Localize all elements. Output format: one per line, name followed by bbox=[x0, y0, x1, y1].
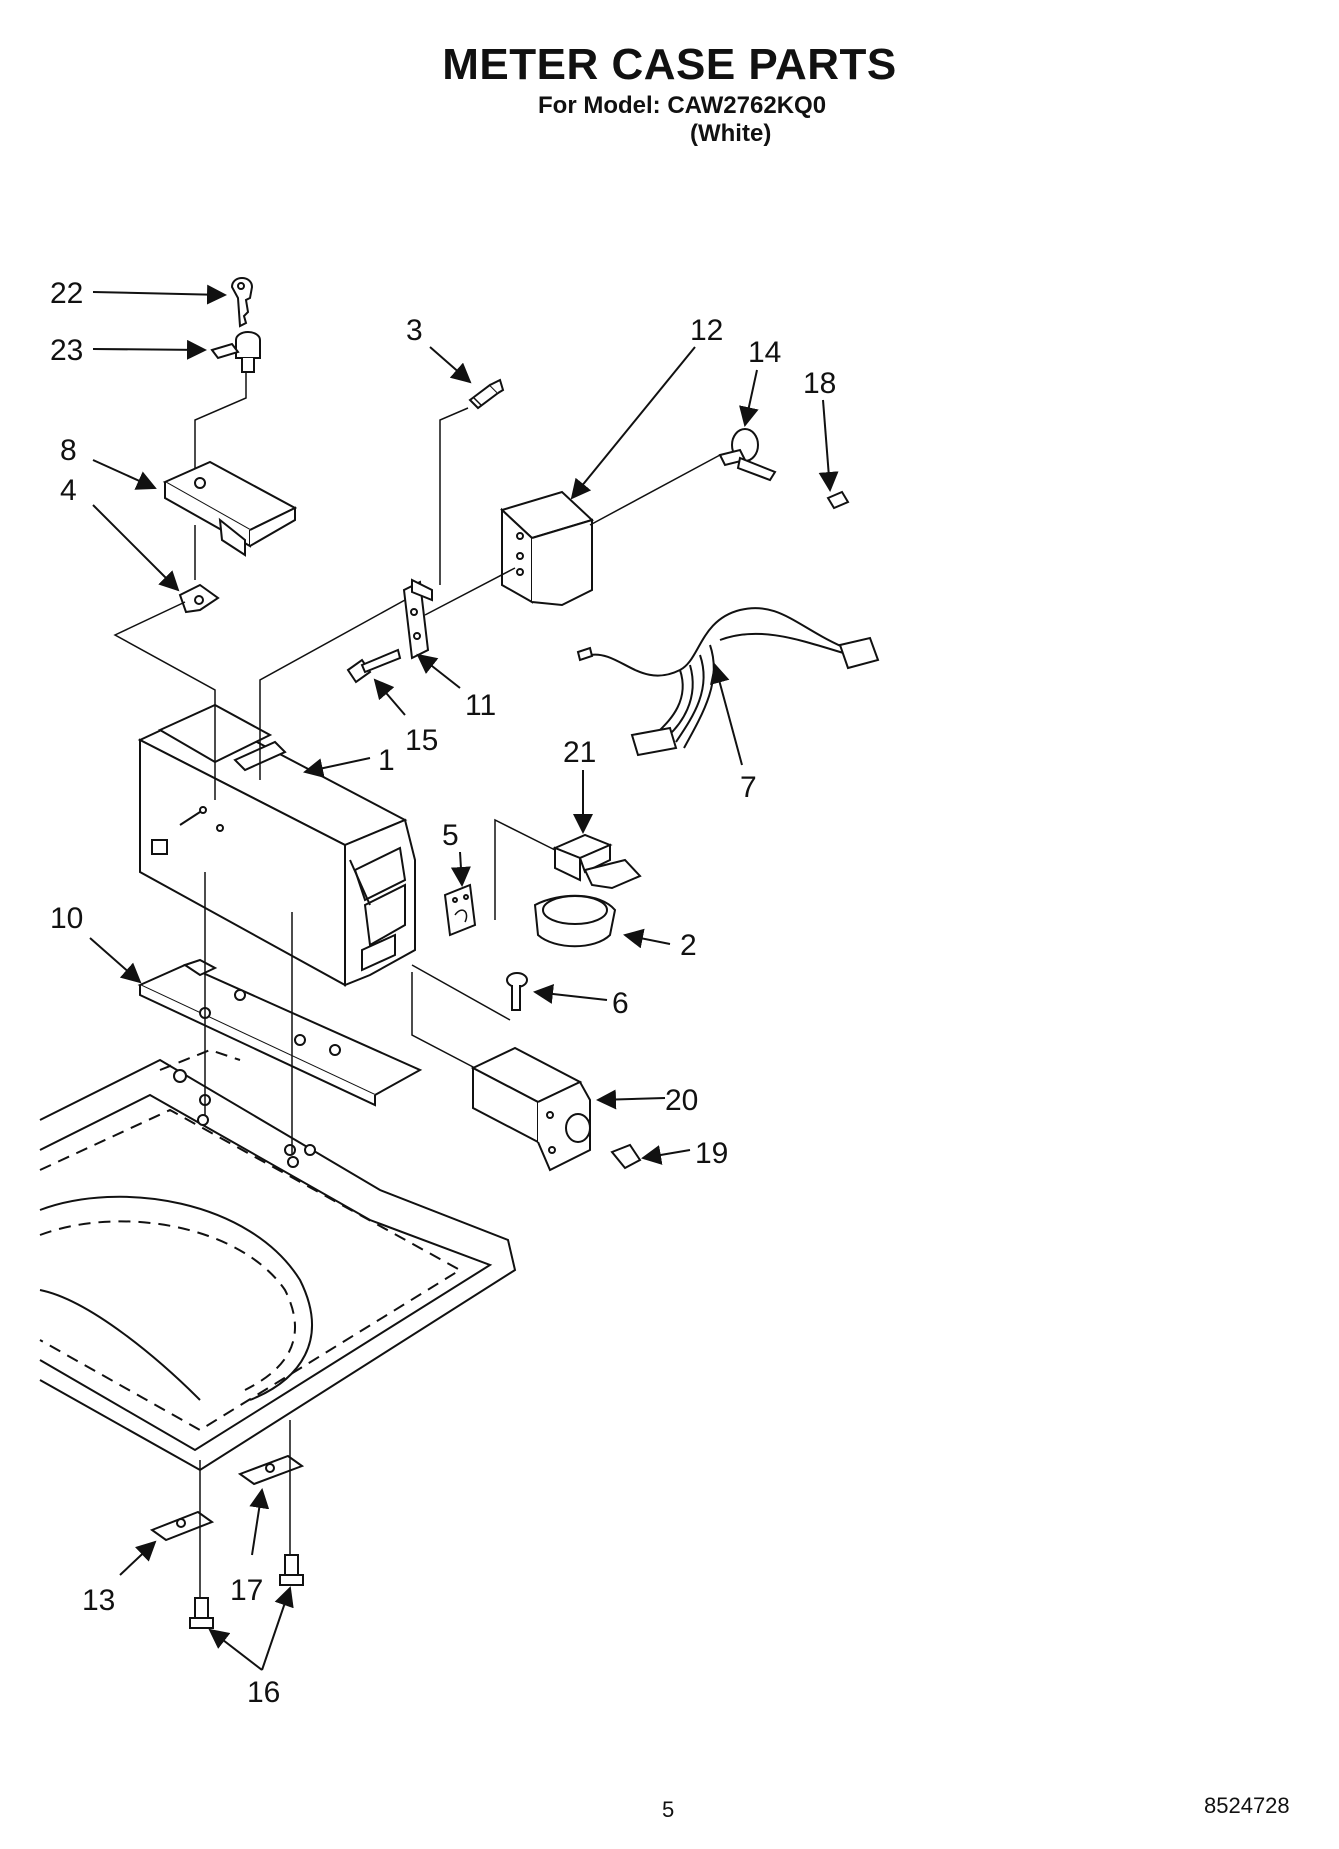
part-4-clip bbox=[178, 583, 220, 614]
callout-8: 8 bbox=[60, 434, 77, 467]
callout-12: 12 bbox=[690, 314, 723, 347]
part-20-solenoid bbox=[470, 1046, 591, 1172]
part-11-bracket-plate bbox=[402, 578, 433, 660]
callout-15: 15 bbox=[405, 724, 438, 757]
callout-16: 16 bbox=[247, 1676, 280, 1709]
part-8-bracket bbox=[162, 460, 298, 557]
page-title: METER CASE PARTS bbox=[442, 40, 897, 89]
part-7-wire-harness bbox=[576, 607, 880, 757]
callout-14: 14 bbox=[748, 336, 781, 369]
callout-23: 23 bbox=[50, 334, 83, 367]
callout-5: 5 bbox=[442, 819, 459, 852]
callout-22: 22 bbox=[50, 277, 83, 310]
callout-6: 6 bbox=[612, 987, 629, 1020]
part-18-screw bbox=[826, 490, 850, 510]
callout-19: 19 bbox=[695, 1137, 728, 1170]
document-number: 8524728 bbox=[1204, 1793, 1290, 1818]
callout-2: 2 bbox=[680, 929, 697, 962]
callout-4: 4 bbox=[60, 474, 77, 507]
page-number: 5 bbox=[662, 1797, 675, 1822]
part-13-clip bbox=[149, 1510, 215, 1542]
color-line: (White) bbox=[690, 120, 772, 147]
callout-1: 1 bbox=[378, 744, 395, 777]
part-5-plate bbox=[443, 883, 477, 937]
part-16-screws bbox=[189, 1554, 304, 1629]
callout-7: 7 bbox=[740, 771, 757, 804]
model-line: For Model: CAW2762KQ0 bbox=[538, 92, 827, 119]
callout-21: 21 bbox=[563, 736, 596, 769]
part-17-clip bbox=[237, 1454, 305, 1486]
callout-17: 17 bbox=[230, 1574, 263, 1607]
callout-10: 10 bbox=[50, 902, 83, 935]
part-19-connector bbox=[610, 1143, 642, 1170]
part-2-coin-cup bbox=[533, 894, 617, 948]
part-22-key bbox=[230, 277, 254, 328]
part-1-meter-case bbox=[137, 703, 416, 987]
leader-arrows bbox=[89, 284, 839, 1671]
part-6-screw bbox=[506, 972, 528, 1011]
callout-labels: 22 23 3 12 14 18 8 4 11 15 1 7 21 5 2 10… bbox=[50, 277, 836, 1709]
washer-top-panel bbox=[39, 1048, 517, 1472]
callout-3: 3 bbox=[406, 314, 423, 347]
callout-11: 11 bbox=[465, 689, 496, 722]
callout-18: 18 bbox=[803, 367, 836, 400]
part-12-module bbox=[500, 490, 594, 607]
part-15-screw bbox=[346, 648, 402, 684]
part-21-latch bbox=[552, 833, 642, 890]
part-23-lock bbox=[210, 331, 261, 373]
callout-20: 20 bbox=[665, 1084, 698, 1117]
part-14-switch bbox=[718, 428, 777, 482]
part-3-screw bbox=[468, 378, 505, 410]
part-10-gasket bbox=[137, 958, 423, 1107]
callout-13: 13 bbox=[82, 1584, 115, 1617]
